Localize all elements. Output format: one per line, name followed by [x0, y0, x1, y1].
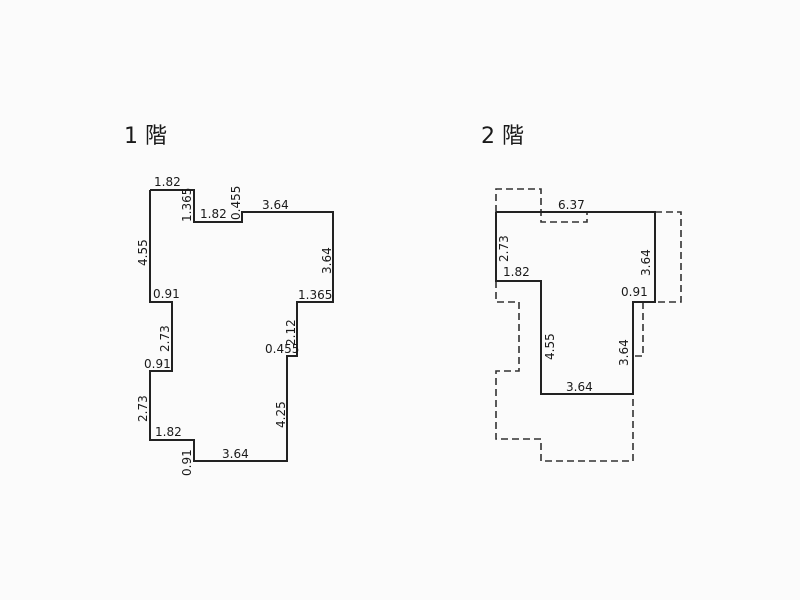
dim-label: 6.37: [558, 198, 585, 212]
floor-1-overlay-outline: [495, 281, 634, 462]
floor-1-overlay-outline: [495, 188, 588, 223]
dim-label: 2.73: [136, 395, 150, 422]
dim-label: 4.55: [136, 239, 150, 266]
dim-label: 4.55: [543, 333, 557, 360]
dim-label: 0.455: [265, 342, 299, 356]
floor-1-overlay-outline: [633, 302, 644, 357]
floor-1-plan: 1 階 1.82 1.365 1.82 0.455 3.64 4.55 3.64…: [124, 124, 334, 476]
dim-label: 0.91: [153, 287, 180, 301]
dim-label: 2.73: [158, 325, 172, 352]
floor-2-plan: 2 階 6.37 2.73 1.82 3.64 0.91 4.55 3.64 3…: [481, 124, 682, 462]
dim-label: 1.365: [298, 288, 332, 302]
dim-label: 1.82: [155, 425, 182, 439]
dim-label: 1.82: [503, 265, 530, 279]
dim-label: 3.64: [222, 447, 249, 461]
floor-2-title: 2 階: [481, 124, 524, 149]
dim-label: 2.73: [497, 235, 511, 262]
floor-1-overlay-outline: [655, 211, 682, 303]
dim-label: 3.64: [320, 247, 334, 274]
floor-2-outline: [495, 211, 656, 395]
floor-1-title: 1 階: [124, 124, 167, 149]
dim-label: 3.64: [639, 249, 653, 276]
floor-1-outline: [149, 189, 334, 462]
dim-label: 1.82: [200, 207, 227, 221]
dim-label: 4.25: [274, 401, 288, 428]
dim-label: 0.91: [144, 357, 171, 371]
dim-label: 0.91: [180, 449, 194, 476]
dim-label: 3.64: [617, 339, 631, 366]
dim-label: 3.64: [262, 198, 289, 212]
dim-label: 1.365: [180, 188, 194, 222]
dim-label: 2.12: [284, 319, 298, 346]
dim-label: 1.82: [154, 175, 181, 189]
dim-label: 3.64: [566, 380, 593, 394]
dim-label: 0.455: [229, 186, 243, 220]
dim-label: 0.91: [621, 285, 648, 299]
